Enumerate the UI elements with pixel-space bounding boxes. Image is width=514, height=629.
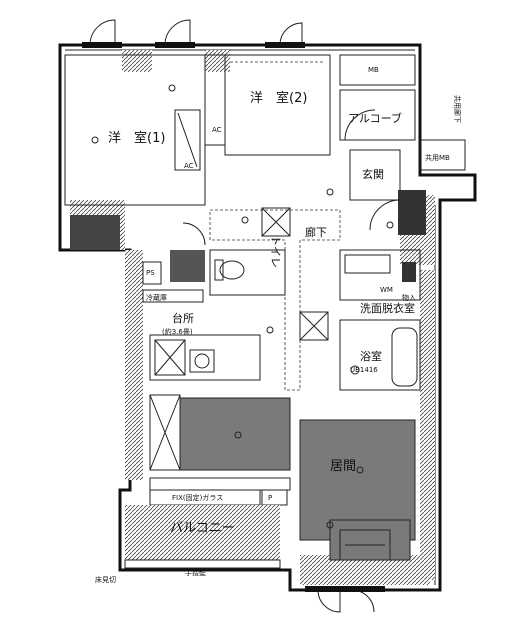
label-ac-1: AC	[184, 162, 194, 170]
label-ac-2: AC	[212, 126, 222, 134]
label-kitchen: 台所	[172, 311, 194, 325]
label-kitchen-size: (約3.6畳)	[162, 327, 193, 336]
label-mb: MB	[368, 66, 379, 74]
label-yukamen: 床見切	[95, 575, 116, 584]
label-western-room-2: 洋 室(2)	[250, 90, 307, 106]
label-pocket: 物入	[402, 293, 416, 302]
label-alcove: アルコーブ	[348, 111, 402, 125]
label-washroom: 洗面脱衣室	[360, 301, 415, 315]
label-bath: 浴室	[360, 349, 382, 363]
corridor	[209, 207, 341, 391]
washroom-bath	[299, 249, 421, 391]
label-mb-shared: 共用MB	[425, 153, 450, 162]
label-living: 居間	[330, 459, 356, 474]
label-handrail: 手摺壁	[185, 568, 206, 577]
label-shared-corridor: 共用廊下	[453, 95, 462, 123]
mb-alcove-area	[339, 54, 466, 171]
label-wm: WM	[380, 286, 393, 294]
exterior-doors-top	[82, 19, 305, 48]
entrance	[349, 149, 426, 235]
exterior-doors-bottom	[305, 586, 385, 613]
balcony	[124, 477, 291, 569]
western-room-2	[204, 54, 331, 156]
western-room-1	[64, 54, 206, 250]
label-balcony: バルコニー	[170, 521, 235, 536]
label-entrance: 玄関	[362, 167, 384, 181]
marker-circles	[91, 84, 394, 529]
label-ps: PS	[146, 269, 155, 277]
label-corridor: 廊下	[305, 225, 327, 239]
kitchen	[142, 250, 261, 381]
label-p: P	[268, 494, 272, 502]
label-fix-glass: FIX(固定)ガラス	[172, 493, 223, 502]
label-bath-unit: UB1416	[350, 366, 378, 374]
label-toilet: トイレ	[269, 235, 282, 268]
label-fridge: 冷蔵庫	[146, 293, 167, 302]
label-western-room-1: 洋 室(1)	[108, 130, 165, 146]
toilet	[182, 222, 286, 296]
